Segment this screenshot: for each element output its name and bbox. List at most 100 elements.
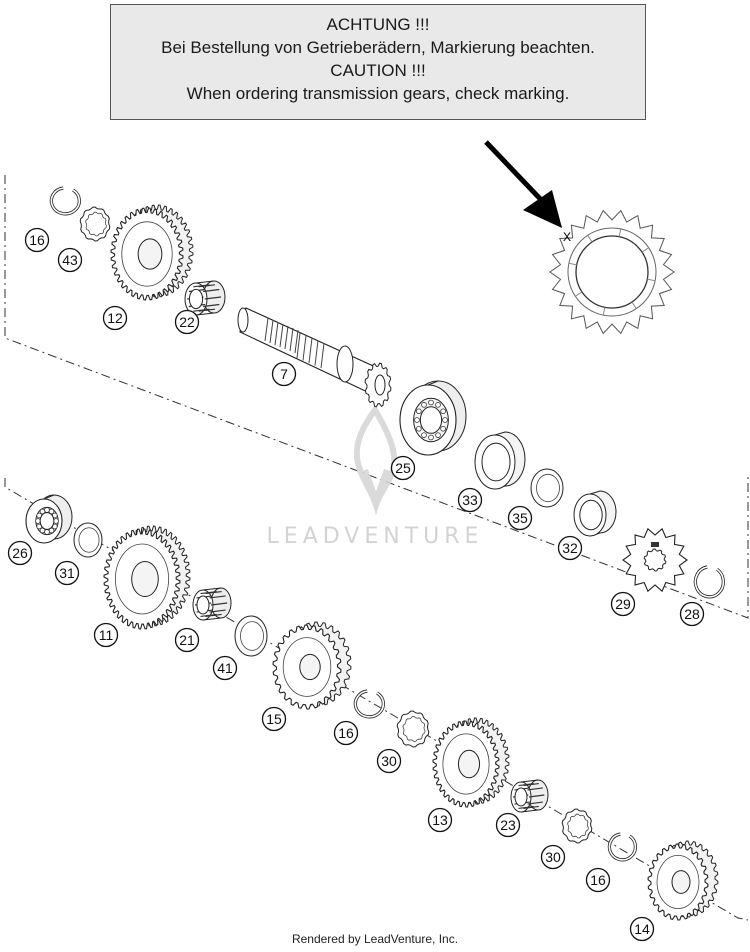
callout-circle [102,305,128,331]
callout-label: 28 [684,606,700,622]
thrust-washer-31 [73,522,103,558]
callout-circle [610,591,636,617]
splined-washer-43 [79,206,111,242]
callout-c-11: 11 [93,622,119,648]
marking-symbol: X [563,230,571,244]
assembly-outlines [4,175,749,921]
parts-layer [25,186,725,921]
callout-c-7: 7 [271,361,297,387]
callout-c-41: 41 [212,655,238,681]
leadventure-watermark: LEADVENTURE [267,404,478,549]
callout-circle [7,540,33,566]
main-shaft [237,307,392,408]
callout-c-29: 29 [610,591,636,617]
callout-circle [333,720,359,746]
caution-line-english-title: CAUTION !!! [330,61,426,80]
callout-c-43: 43 [57,247,83,273]
circlip-16-upper [49,186,81,216]
callout-c-25: 25 [390,455,416,481]
callout-c-22: 22 [174,309,200,335]
countershaft-sprocket [622,527,688,593]
callout-c-16c: 16 [585,867,611,893]
callout-circle [212,655,238,681]
callouts-layer: 16 43 12 22 7 25 33 35 32 29 28 26 31 11 21 41 15 16 30 13 2… [7,227,705,942]
callout-circle [495,812,521,838]
callout-c-32: 32 [557,535,583,561]
callout-label: 7 [280,366,288,382]
caution-line-german-text: Bei Bestellung von Getrieberädern, Marki… [161,38,595,57]
caution-box: ACHTUNG !!! Bei Bestellung von Getrieber… [110,4,646,120]
splined-washer-30-lower [561,808,593,844]
callout-circle [390,455,416,481]
footer-credit: Rendered by LeadVenture, Inc. [291,932,459,946]
callout-circle [376,748,402,774]
callout-label: 11 [99,627,114,643]
callout-label: 29 [615,596,631,612]
callout-circle [93,622,119,648]
gear-14 [647,840,719,921]
callout-circle [57,247,83,273]
callout-label: 30 [381,753,397,769]
circlip-28 [693,565,725,599]
callout-circle [174,627,200,653]
callout-c-30b: 30 [540,844,566,870]
callout-label: 32 [562,540,578,556]
marking-detail-gear [549,209,675,335]
callout-label: 41 [217,660,233,676]
callout-label: 16 [29,232,45,248]
callout-label: 35 [512,510,528,526]
callout-circle [54,560,80,586]
gear-11 [103,525,191,630]
callout-c-30a: 30 [376,748,402,774]
callout-label: 33 [462,492,478,508]
splined-washer-30-upper [396,710,430,748]
callout-label: 26 [12,545,28,561]
caution-line-german-title: ACHTUNG !!! [326,15,430,34]
gear-12 [110,204,194,301]
circlip-16-middle [353,689,385,719]
bushing-33 [474,431,526,490]
callout-c-23: 23 [495,812,521,838]
needle-bearing-23 [510,779,549,813]
callout-label: 15 [266,711,282,727]
callout-circle [507,505,533,531]
callout-circle [585,867,611,893]
callout-label: 13 [432,812,448,828]
flame-logo-icon [353,404,398,516]
callout-c-13: 13 [427,807,453,833]
caution-line-english-text: When ordering transmission gears, check … [186,84,570,103]
callout-circle [679,601,705,627]
callout-c-15: 15 [261,706,287,732]
callout-circle [629,916,655,942]
callout-label: 30 [545,849,561,865]
callout-label: 23 [500,817,516,833]
callout-circle [557,535,583,561]
callout-label: 16 [590,872,606,888]
ball-bearing-26 [25,494,73,544]
callout-c-33: 33 [457,487,483,513]
callout-circle [540,844,566,870]
callout-circle [427,807,453,833]
gear-13 [432,717,510,808]
callout-label: 43 [62,252,78,268]
ball-bearing-25 [399,380,467,456]
callout-circle [261,706,287,732]
callout-c-26: 26 [7,540,33,566]
callout-c-12: 12 [102,305,128,331]
gear-15 [272,621,352,710]
callout-c-21: 21 [174,627,200,653]
callout-label: 31 [59,565,75,581]
thrust-washer-41 [234,615,268,657]
callout-c-16b: 16 [333,720,359,746]
marking-arrow [484,140,562,228]
callout-circle [24,227,50,253]
callout-label: 25 [395,460,411,476]
callout-c-14: 14 [629,916,655,942]
callout-label: 12 [107,310,123,326]
callout-circle [174,309,200,335]
callout-c-28: 28 [679,601,705,627]
circlip-16-lower [607,832,637,862]
callout-label: 21 [179,632,195,648]
callout-c-35: 35 [507,505,533,531]
